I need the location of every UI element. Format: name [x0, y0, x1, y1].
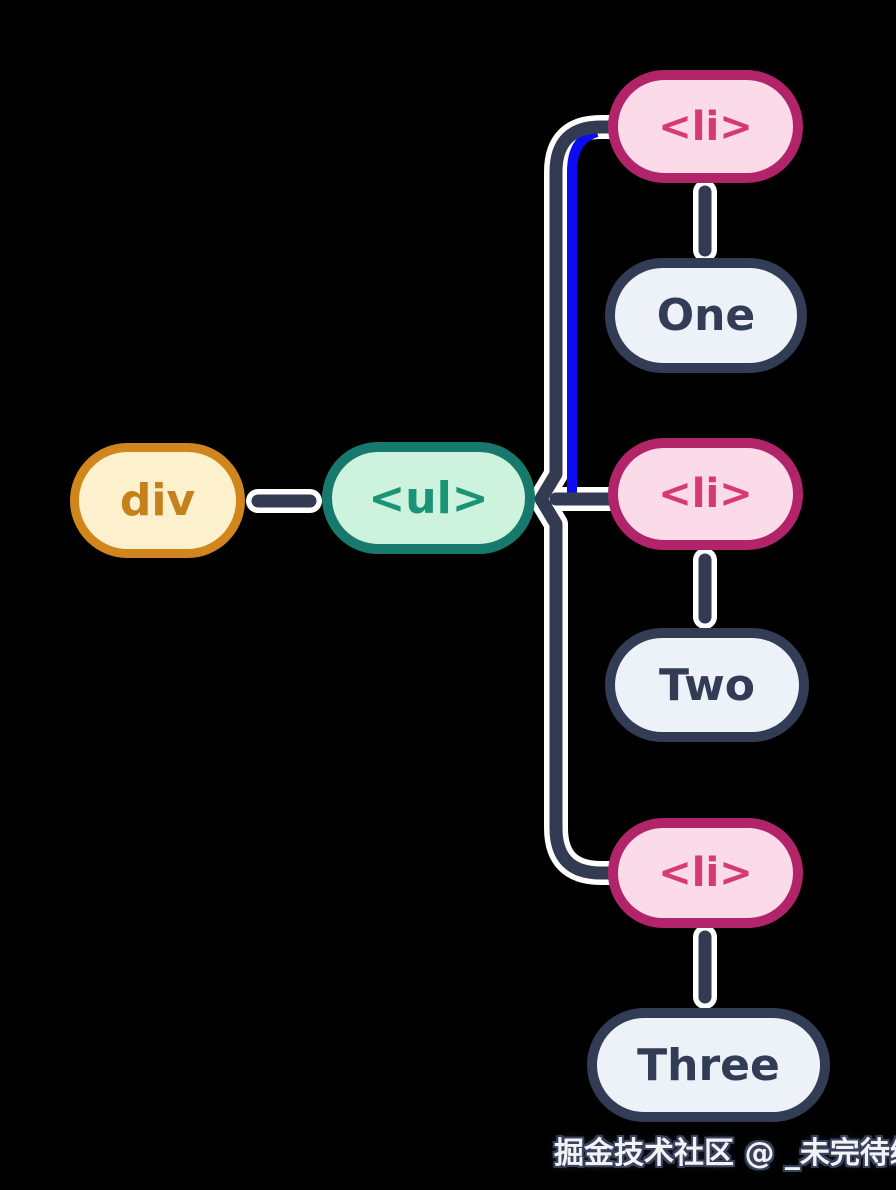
node-two: Two [605, 628, 809, 742]
node-one-label: One [656, 290, 756, 341]
node-ul: <ul> [322, 442, 535, 554]
node-li-2: <li> [608, 438, 803, 550]
node-three: Three [587, 1008, 830, 1122]
node-three-label: Three [637, 1039, 780, 1091]
node-div-label: div [119, 475, 196, 526]
node-ul-label: <ul> [368, 472, 489, 524]
node-li-2-label: <li> [658, 471, 753, 517]
brace [534, 120, 619, 880]
node-two-label: Two [658, 659, 756, 711]
node-one: One [605, 258, 807, 373]
node-li-3: <li> [608, 818, 803, 928]
node-div: div [70, 443, 245, 558]
connector-wires [251, 120, 712, 1004]
blue-highlight-line [567, 127, 599, 500]
node-li-3-label: <li> [658, 850, 753, 896]
node-li-1: <li> [608, 70, 803, 183]
watermark: 掘金技术社区 @ _未完待续 [554, 1136, 896, 1171]
node-li-1-label: <li> [658, 103, 753, 150]
